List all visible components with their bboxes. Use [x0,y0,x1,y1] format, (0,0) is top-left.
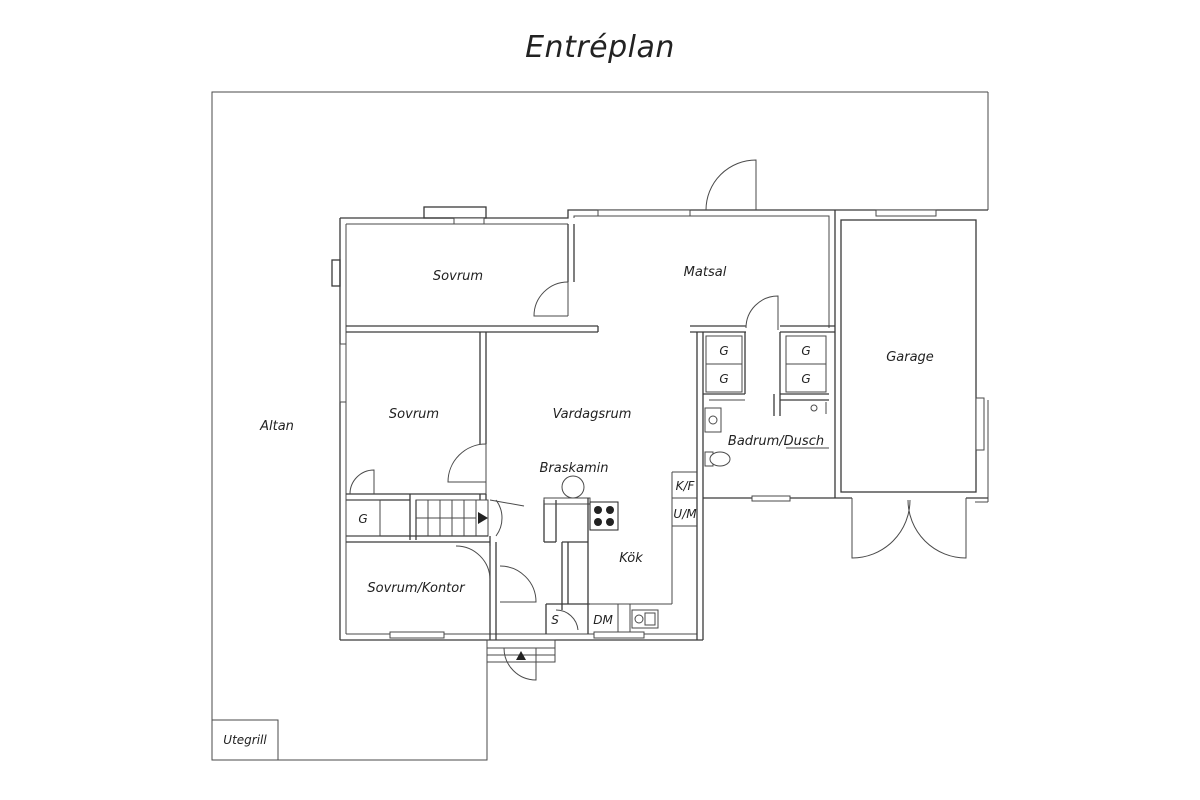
stairs [416,500,488,536]
shower-icon [786,402,829,449]
label-kf: K/F [676,479,696,493]
room-label-garage: Garage [886,350,934,365]
chimney-top [423,206,487,219]
room-label-kok: Kök [619,551,643,566]
closet-label-g-1: G [719,344,728,358]
fireplace-icon [561,475,585,499]
room-label-sovrum-mid: Sovrum [389,407,439,422]
utegrill-box [211,719,279,761]
label-dm: DM [593,613,613,627]
room-label-altan: Altan [259,419,294,434]
closet-label-g-5: G [358,512,367,526]
wall-bump-left [331,259,341,287]
kitchen-sink-icon [631,609,659,629]
label-um: U/M [673,507,697,521]
room-label-utegrill: Utegrill [223,733,267,747]
bathroom-sink-icon [704,407,722,433]
garage-walls [835,219,988,499]
doors [345,159,967,681]
altan-outline [211,91,989,761]
interior-walls [346,224,835,640]
label-s: S [551,613,559,627]
room-label-vardagsrum: Vardagsrum [553,407,632,422]
entrance-steps [486,639,556,663]
stove-icon [589,501,619,531]
closet-label-g-4: G [801,372,810,386]
room-label-matsal: Matsal [684,265,727,280]
toilet-icon [704,451,731,467]
room-label-sovrum-kontor: Sovrum/Kontor [367,581,466,596]
plan-title: Entréplan [525,30,675,65]
closet-label-g-2: G [719,372,728,386]
windows [339,209,985,639]
room-label-braskamin: Braskamin [539,461,608,476]
room-label-badrum: Badrum/Dusch [728,434,824,449]
room-label-sovrum-top: Sovrum [433,269,483,284]
closet-label-g-3: G [801,344,810,358]
